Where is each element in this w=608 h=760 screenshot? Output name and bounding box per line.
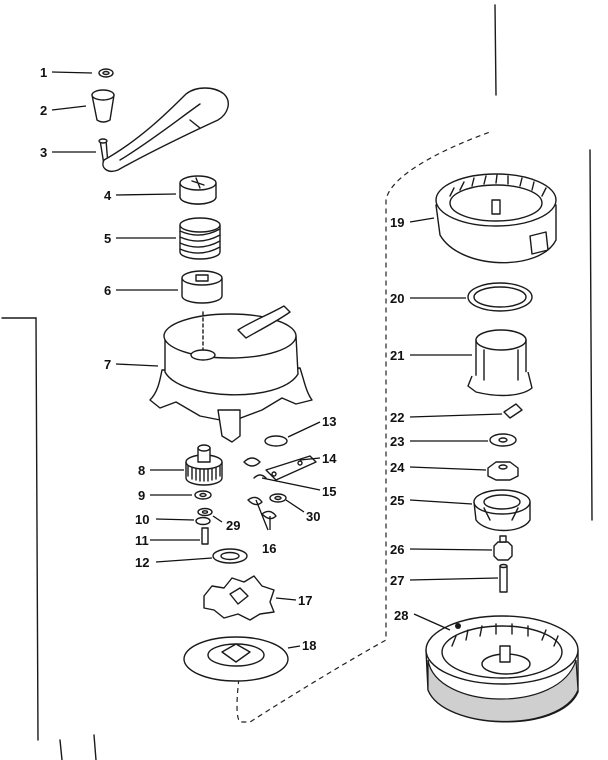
callout-7: 7 bbox=[104, 357, 111, 372]
part-10-washer bbox=[195, 516, 211, 526]
part-20-ring bbox=[467, 282, 533, 312]
callout-12: 12 bbox=[135, 555, 149, 570]
assembly-group-outline bbox=[236, 131, 491, 723]
part-29-washer bbox=[197, 507, 213, 517]
part-17-plate bbox=[203, 575, 275, 621]
callout-10: 10 bbox=[135, 512, 149, 527]
callout-labels: 1 2 3 4 5 6 7 8 9 10 11 12 13 14 15 16 1… bbox=[40, 65, 408, 653]
part-15-clip bbox=[243, 457, 267, 479]
part-3-crank-handle bbox=[98, 87, 229, 172]
callout-15: 15 bbox=[322, 484, 336, 499]
callout-22: 22 bbox=[390, 410, 404, 425]
callout-20: 20 bbox=[390, 291, 404, 306]
callout-29: 29 bbox=[226, 518, 240, 533]
callout-6: 6 bbox=[104, 283, 111, 298]
leader-lines bbox=[51, 71, 503, 649]
part-1-washer bbox=[98, 68, 114, 78]
callout-1: 1 bbox=[40, 65, 47, 80]
callout-13: 13 bbox=[322, 414, 336, 429]
part-25-clutch-cup bbox=[473, 489, 531, 532]
part-16-clips bbox=[247, 496, 277, 520]
scan-edge-lines bbox=[1, 4, 593, 760]
callout-8: 8 bbox=[138, 463, 145, 478]
callout-19: 19 bbox=[390, 215, 404, 230]
part-19-gear-ring bbox=[435, 173, 557, 264]
callout-4: 4 bbox=[104, 188, 112, 203]
part-11-pin bbox=[201, 527, 209, 545]
callout-18: 18 bbox=[302, 638, 316, 653]
part-4-cam bbox=[179, 175, 217, 205]
callout-27: 27 bbox=[390, 573, 404, 588]
callout-5: 5 bbox=[104, 231, 111, 246]
part-6-cap bbox=[181, 270, 223, 304]
callout-17: 17 bbox=[298, 593, 312, 608]
callout-3: 3 bbox=[40, 145, 47, 160]
part-13-ring bbox=[264, 435, 288, 447]
part-9-washer bbox=[194, 490, 212, 500]
callout-14: 14 bbox=[322, 451, 337, 466]
part-8-gear bbox=[185, 444, 223, 486]
callout-23: 23 bbox=[390, 434, 404, 449]
part-2-handle-knob bbox=[91, 89, 115, 123]
part-24-nut bbox=[487, 461, 519, 481]
callout-11: 11 bbox=[135, 533, 149, 548]
callout-24: 24 bbox=[390, 460, 405, 475]
part-30-washer bbox=[269, 493, 287, 503]
part-28-textured-wheel bbox=[425, 615, 579, 723]
part-26-nut bbox=[493, 535, 513, 561]
callout-28: 28 bbox=[394, 608, 408, 623]
part-12-ring bbox=[212, 548, 248, 564]
part-22-key bbox=[503, 403, 523, 419]
part-14-lever bbox=[265, 455, 317, 481]
callout-25: 25 bbox=[390, 493, 404, 508]
part-27-pin bbox=[499, 563, 508, 593]
callout-21: 21 bbox=[390, 348, 404, 363]
part-7-housing bbox=[149, 305, 313, 443]
part-18-base-disk bbox=[183, 636, 289, 682]
callout-2: 2 bbox=[40, 103, 47, 118]
part-23-washer bbox=[489, 433, 517, 447]
callout-30: 30 bbox=[306, 509, 320, 524]
part-5-spring bbox=[179, 217, 221, 260]
part-21-motor bbox=[467, 329, 533, 397]
callout-16: 16 bbox=[262, 541, 276, 556]
callout-9: 9 bbox=[138, 488, 145, 503]
callout-26: 26 bbox=[390, 542, 404, 557]
